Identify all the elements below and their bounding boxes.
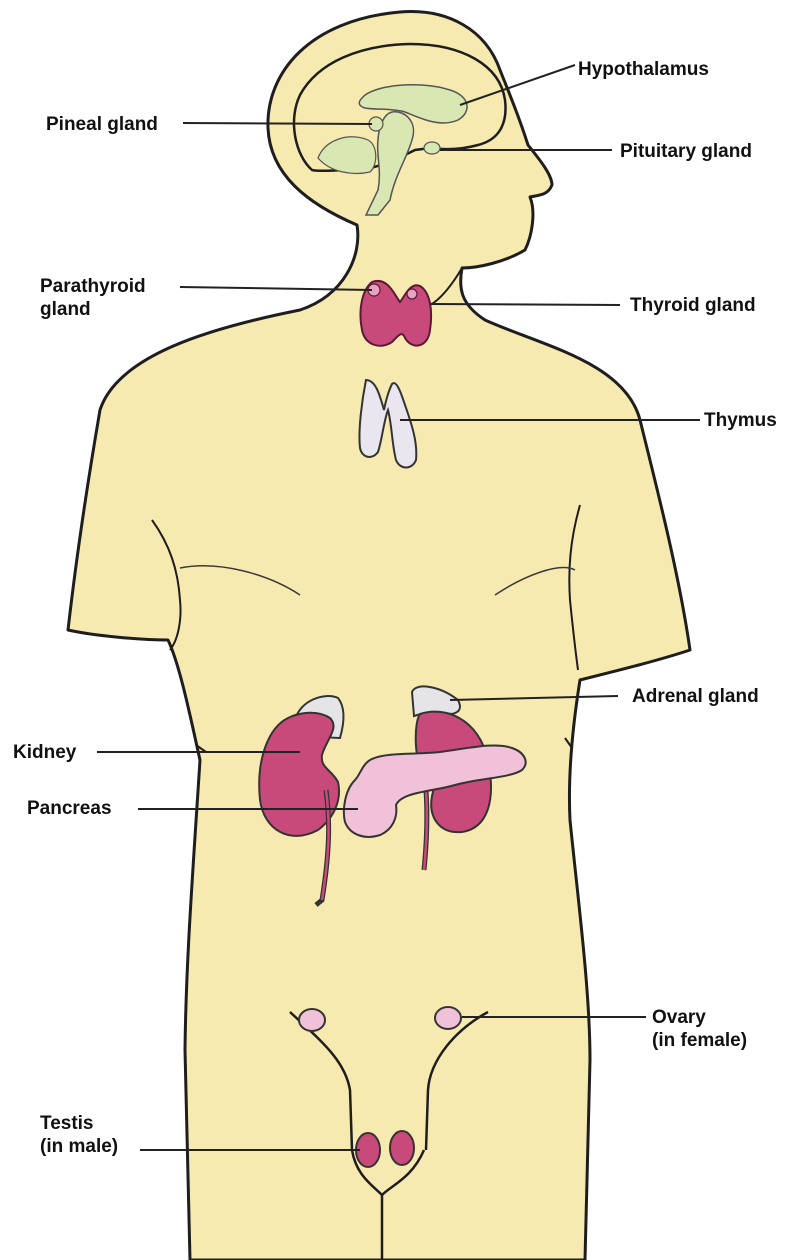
pituitary-gland xyxy=(424,142,440,154)
label-parathyroid-gland: Parathyroid gland xyxy=(40,275,146,321)
testis-right xyxy=(390,1131,414,1165)
label-hypothalamus: Hypothalamus xyxy=(578,58,709,81)
label-thyroid-gland: Thyroid gland xyxy=(630,294,756,317)
label-kidney: Kidney xyxy=(13,741,76,764)
leader-thyroid xyxy=(430,304,620,305)
label-ovary: Ovary (in female) xyxy=(652,1006,747,1052)
ovary-right xyxy=(435,1007,461,1029)
label-pineal-gland: Pineal gland xyxy=(46,113,158,136)
leader-pineal xyxy=(183,123,372,124)
ovary-left xyxy=(299,1009,325,1031)
label-thymus: Thymus xyxy=(704,409,777,432)
parathyroid-gland-2 xyxy=(407,289,417,299)
label-pituitary-gland: Pituitary gland xyxy=(620,140,752,163)
label-pancreas: Pancreas xyxy=(27,797,112,820)
label-adrenal-gland: Adrenal gland xyxy=(632,685,759,708)
label-testis: Testis (in male) xyxy=(40,1112,118,1158)
